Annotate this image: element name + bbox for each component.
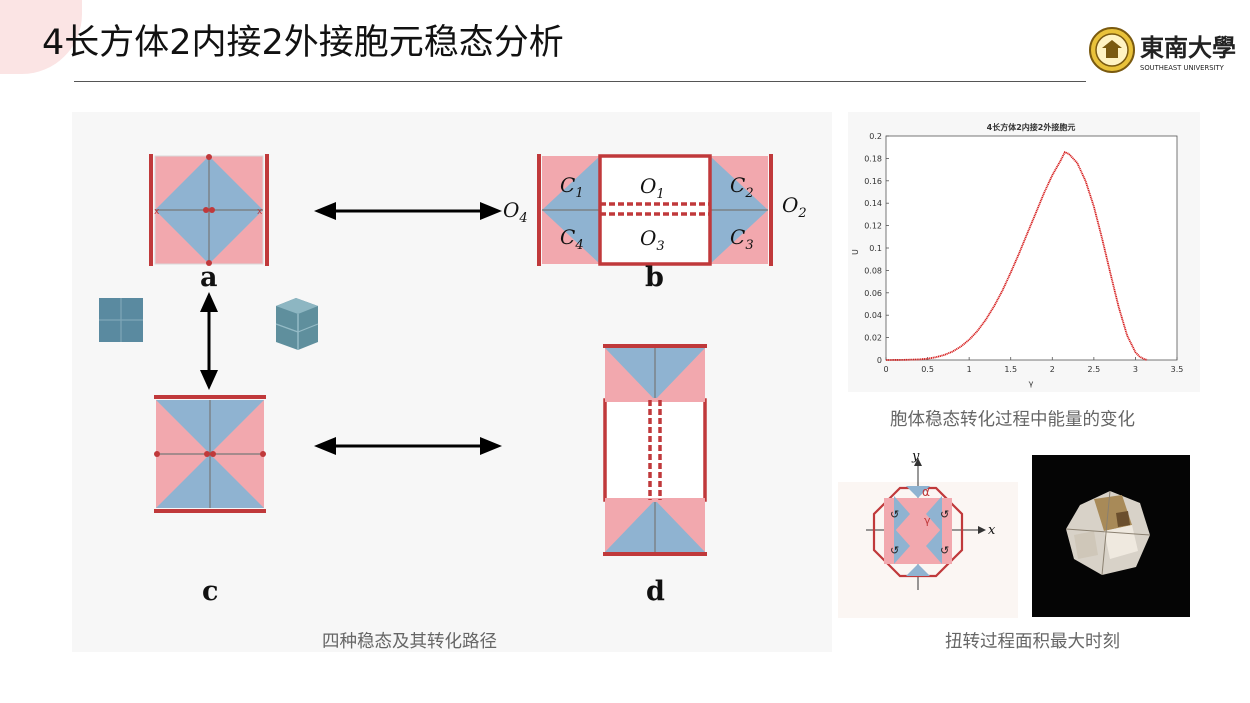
twisted-cube-icon (275, 298, 319, 350)
state-d-diagram (603, 344, 707, 556)
y-tick-label: 0.04 (864, 311, 882, 320)
y-tick-label: 0.14 (864, 199, 882, 208)
twist-diagram: ↺ ↺ ↺ ↺ x y α γ (866, 449, 996, 590)
arrow-c-d (314, 437, 502, 455)
energy-series-line (885, 151, 1148, 361)
svg-text:x: x (154, 207, 160, 217)
y-tick-label: 0.18 (864, 154, 882, 163)
gamma-label: γ (924, 514, 931, 527)
twist-y-axis-label: y (911, 449, 920, 464)
svg-text:↺: ↺ (940, 508, 949, 521)
x-tick-label: 1.5 (1004, 365, 1017, 374)
y-axis-label: U (851, 249, 860, 255)
x-axis-label: γ (1029, 379, 1034, 388)
origin-o2-label: O2 (782, 193, 807, 221)
alpha-label: α (922, 485, 930, 499)
cell-c1-label: C1 (560, 173, 584, 201)
state-b-label: b (645, 262, 664, 293)
y-tick-label: 0 (877, 356, 882, 365)
origin-o3-label: O3 (640, 226, 665, 254)
state-d-label: d (646, 576, 665, 607)
states-caption: 四种稳态及其转化路径 (322, 632, 497, 652)
svg-text:x: x (257, 207, 263, 217)
svg-text:↺: ↺ (940, 544, 949, 557)
state-c-diagram (154, 395, 266, 513)
state-b-diagram (537, 154, 773, 266)
university-logo: 東南大學 SOUTHEAST UNIVERSITY (1088, 26, 1248, 74)
logo-subtext: SOUTHEAST UNIVERSITY (1140, 64, 1225, 72)
svg-text:↺: ↺ (890, 508, 899, 521)
y-tick-label: 0.1 (869, 244, 882, 253)
y-tick-label: 0.2 (869, 132, 882, 141)
title-divider (74, 81, 1086, 82)
origin-o1-label: O1 (640, 174, 665, 202)
twist-caption: 扭转过程面积最大时刻 (945, 632, 1120, 652)
arrow-a-c (200, 292, 218, 390)
x-tick-label: 2.5 (1087, 365, 1100, 374)
energy-chart: 4长方体2内接2外接胞元 γ U 0 0.5 1 1.5 2 2.5 3 3.5 0 0.02 0… (851, 122, 1184, 388)
svg-text:↺: ↺ (890, 544, 899, 557)
cell-c3-label: C3 (730, 225, 754, 253)
cube-icon (99, 298, 143, 342)
state-a-label: a (200, 262, 218, 293)
y-tick-label: 0.08 (864, 266, 882, 275)
y-tick-label: 0.16 (864, 177, 882, 186)
plot-area (885, 135, 1178, 361)
energy-caption: 胞体稳态转化过程中能量的变化 (890, 410, 1135, 430)
y-tick-label: 0.06 (864, 289, 882, 298)
x-tick-label: 2 (1050, 365, 1055, 374)
origin-o4-label: O4 (503, 198, 528, 226)
y-tick-label: 0.02 (864, 334, 882, 343)
x-tick-label: 0.5 (921, 365, 934, 374)
twisted-model-photo (1032, 455, 1190, 617)
x-tick-label: 3 (1133, 365, 1138, 374)
cell-c2-label: C2 (730, 173, 754, 201)
y-tick-label: 0.12 (864, 222, 882, 231)
x-tick-label: 0 (883, 365, 888, 374)
cell-c4-label: C4 (560, 225, 584, 253)
arrow-a-b (314, 202, 502, 220)
x-tick-label: 3.5 (1171, 365, 1184, 374)
x-tick-label: 1 (967, 365, 972, 374)
slide-title: 4长方体2内接2外接胞元稳态分析 (42, 23, 564, 63)
logo-text: 東南大學 (1140, 33, 1236, 62)
state-c-label: c (202, 576, 219, 607)
twist-x-axis-label: x (988, 523, 996, 538)
chart-title: 4长方体2内接2外接胞元 (987, 122, 1076, 132)
